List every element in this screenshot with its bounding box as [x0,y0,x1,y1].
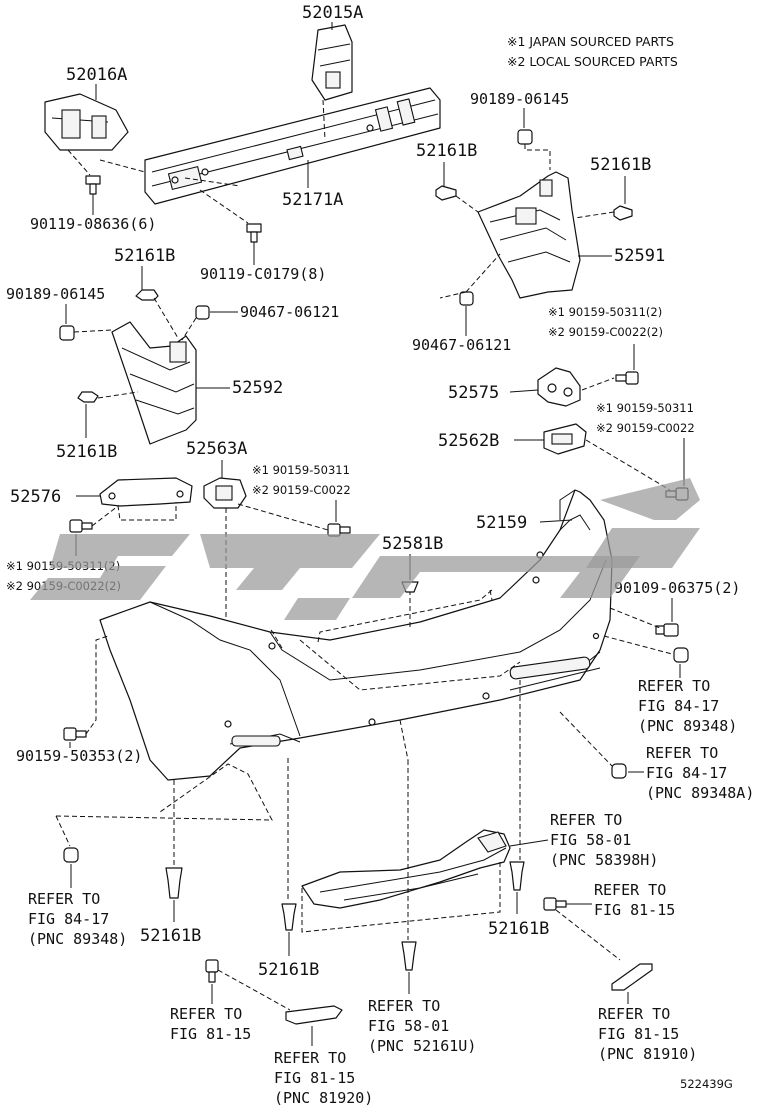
ref-81910-l1: REFER TO [598,1005,670,1023]
ref-81910-l3: (PNC 81910) [598,1045,697,1063]
label-52171a: 52171A [282,190,343,210]
clip-89348a[interactable] [611,763,627,779]
part-bracket-52562b[interactable] [543,423,587,455]
label-90467-06121-left: 90467-06121 [240,303,339,321]
part-reinforcement-52171a[interactable] [144,87,441,205]
ref-52161u-l1: REFER TO [368,997,440,1015]
ref-58398h-l2: FIG 58-01 [550,831,631,849]
ref-58398h-l1: REFER TO [550,811,622,829]
ref-89348-a-l3: (PNC 89348) [638,717,737,735]
label-90159-50311-right: ※1 90159-50311 [596,401,694,415]
ref-8115-l-l1: REFER TO [170,1005,242,1023]
ref-58398h-l3: (PNC 58398H) [550,851,658,869]
bolt-90109-06375[interactable] [655,623,679,637]
clip-52161b-left-bottom[interactable] [77,391,99,403]
ref-52161u-l3: (PNC 52161U) [368,1037,476,1055]
part-retainer-52591[interactable] [477,171,581,299]
label-90159-50311-mid: ※1 90159-50311 [252,463,350,477]
label-90109-06375: 90109-06375(2) [614,579,740,597]
part-reflector-81910[interactable] [611,963,653,991]
bolt-90119-c0179[interactable] [246,223,262,243]
label-52575: 52575 [448,383,499,403]
label-90159-50353: 90159-50353(2) [16,747,142,765]
ref-8115-l-l2: FIG 81-15 [170,1025,251,1043]
part-bracket-52016a[interactable] [44,93,129,151]
watermark-logo [30,478,700,620]
label-90189-06145-left: 90189-06145 [6,285,105,303]
label-52591: 52591 [614,246,665,266]
ref-89348-b-l2: FIG 84-17 [28,910,109,928]
label-52161b-e: 52161B [140,926,201,946]
ref-89348-a-l1: REFER TO [638,677,710,695]
label-90159-50311-2-top: ※1 90159-50311(2) [548,305,662,319]
bolt-90159-50353[interactable] [63,727,87,741]
part-lower-cover-58398h[interactable] [301,829,511,909]
clip-52161u[interactable] [401,941,417,971]
label-90159-c0022-mid: ※2 90159-C0022 [252,483,351,497]
ref-8115-a-l1: REFER TO [594,881,666,899]
label-52592: 52592 [232,378,283,398]
screw-81-15-left[interactable] [205,959,219,983]
screw-81-15-right[interactable] [543,897,567,911]
ref-89348a-l2: FIG 84-17 [646,764,727,782]
label-90467-06121-right: 90467-06121 [412,336,511,354]
ref-89348a-l3: (PNC 89348A) [646,784,754,802]
note-japan-sourced: ※1 JAPAN SOURCED PARTS [507,34,674,49]
ref-81910-l2: FIG 81-15 [598,1025,679,1043]
clip-52161b-upper-right[interactable] [613,205,633,221]
part-retainer-52592[interactable] [111,321,197,445]
clip-52161b-lower-left[interactable] [165,867,183,899]
ref-89348a-l1: REFER TO [646,744,718,762]
note-local-sourced: ※2 LOCAL SOURCED PARTS [507,54,678,69]
clip-52161b-lower-right[interactable] [509,861,525,891]
label-52563a: 52563A [186,439,247,459]
ref-81920-l1: REFER TO [274,1049,346,1067]
label-90119-08636: 90119-08636(6) [30,215,156,233]
part-reflector-81920[interactable] [285,1005,343,1025]
clip-52161b-upper-left[interactable] [435,185,457,201]
ref-81920-l3: (PNC 81920) [274,1089,373,1107]
clip-90189-06145-top[interactable] [517,129,533,145]
ref-89348-a-l2: FIG 84-17 [638,697,719,715]
part-bracket-52575[interactable] [537,367,581,407]
label-90189-06145-top: 90189-06145 [470,90,569,108]
ref-81920-l2: FIG 81-15 [274,1069,355,1087]
part-bumper-cover-52159[interactable] [99,489,613,781]
label-52161b-g: 52161B [488,919,549,939]
label-90159-c0022-right: ※2 90159-C0022 [596,421,695,435]
ref-89348-b-l3: (PNC 89348) [28,930,127,948]
part-bracket-52563a[interactable] [203,477,247,509]
ref-89348-b-l1: REFER TO [28,890,100,908]
label-52562b: 52562B [438,431,499,451]
clip-89348-right[interactable] [673,647,689,663]
clip-52161b-lower-mid[interactable] [281,903,297,931]
nut-90467-06121-left[interactable] [195,305,210,320]
bolt-90159-mid[interactable] [327,523,351,537]
bolt-90159-left[interactable] [69,519,93,533]
clip-90189-06145-left[interactable] [59,325,75,341]
bolt-90119-08636[interactable] [85,175,101,195]
label-52161b-b: 52161B [590,155,651,175]
label-52161b-c: 52161B [114,246,175,266]
ref-52161u-l2: FIG 58-01 [368,1017,449,1035]
part-bracket-52015a[interactable] [311,24,353,101]
label-52016a: 52016A [66,65,127,85]
nut-90467-06121-right[interactable] [459,291,474,306]
ref-8115-a-l2: FIG 81-15 [594,901,675,919]
label-52581b: 52581B [382,534,443,554]
label-52576: 52576 [10,487,61,507]
label-52161b-a: 52161B [416,141,477,161]
label-52161b-d: 52161B [56,442,117,462]
label-52015a: 52015A [302,3,363,23]
figure-code: 522439G [680,1077,733,1091]
clip-89348-left[interactable] [63,847,79,863]
label-90159-c0022-2-top: ※2 90159-C0022(2) [548,325,663,339]
label-52159: 52159 [476,513,527,533]
label-90119-c0179: 90119-C0179(8) [200,265,326,283]
label-52161b-f: 52161B [258,960,319,980]
part-bracket-52576[interactable] [99,477,193,507]
bolt-90159-top-right[interactable] [615,371,639,385]
